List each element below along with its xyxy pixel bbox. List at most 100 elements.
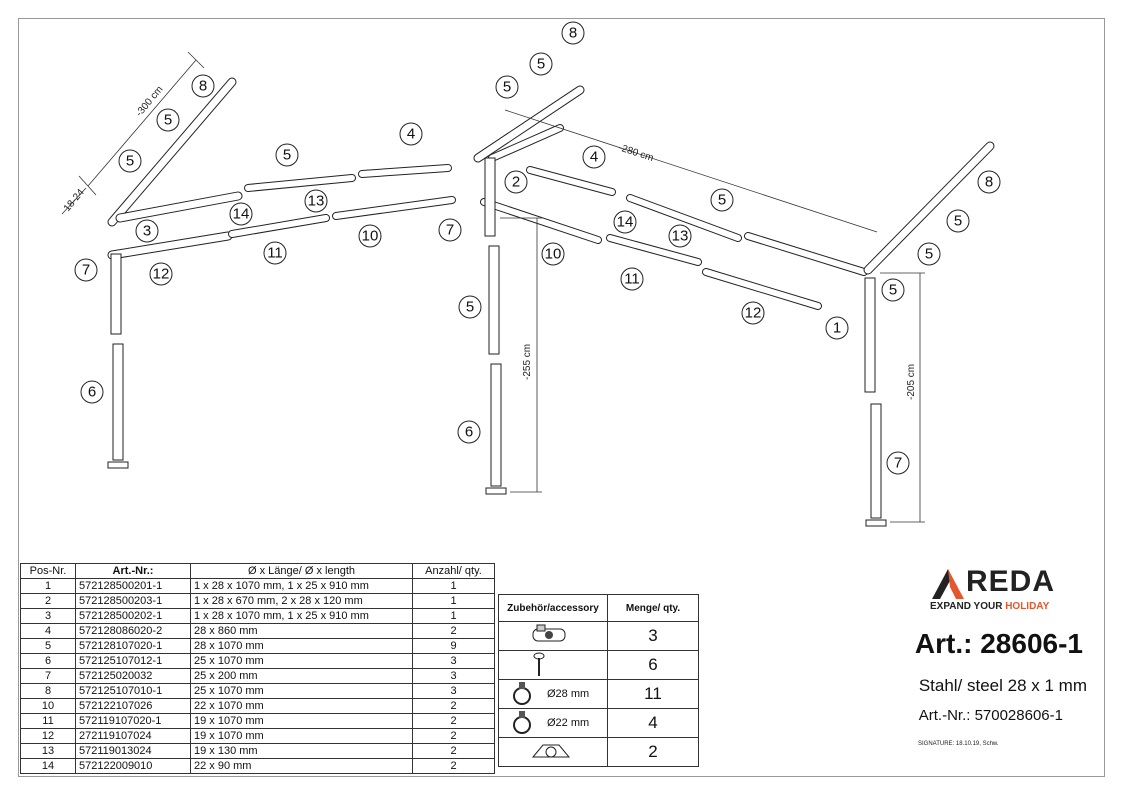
tube-fill xyxy=(229,215,329,237)
callout-number: 7 xyxy=(894,455,902,472)
cell-pos: 7 xyxy=(20,668,76,684)
callout-bubble: 8 xyxy=(977,170,1001,194)
callout-circle xyxy=(495,75,519,99)
callout-bubble: 8 xyxy=(191,74,215,98)
callout-number: 5 xyxy=(718,192,726,209)
brand-name: REDA xyxy=(966,565,1056,598)
callout-circle xyxy=(613,210,637,234)
callout-bubble: 11 xyxy=(263,241,287,265)
callout-bubble: 12 xyxy=(741,301,765,325)
material-spec: Stahl/ steel 28 x 1 mm xyxy=(918,676,1087,695)
callout-number: 8 xyxy=(199,78,207,95)
callout-circle xyxy=(156,108,180,132)
callout-number: 5 xyxy=(925,246,933,263)
callout-number: 13 xyxy=(308,193,325,210)
foot-plate xyxy=(107,461,129,469)
cell-qty: 3 xyxy=(412,653,495,669)
callout-circle xyxy=(977,170,1001,194)
cell-qty: 2 xyxy=(412,623,495,639)
cell-qty: 2 xyxy=(412,758,495,774)
tube-fill xyxy=(333,197,455,219)
accessory-row: 6 xyxy=(498,650,699,680)
dim-280: -280 cm xyxy=(617,142,655,164)
callout-circle xyxy=(529,52,553,76)
brand-tagline-a: EXPAND YOUR xyxy=(930,601,1006,612)
callout-bubble: 11 xyxy=(620,267,644,291)
callout-bubble: 1 xyxy=(825,316,849,340)
callout-number: 6 xyxy=(465,424,473,441)
accessory-picture: Ø28 mm xyxy=(498,679,608,710)
callout-number: 14 xyxy=(617,214,634,231)
accessory-picture xyxy=(498,621,608,651)
cell-dim: 1 x 28 x 1070 mm, 1 x 25 x 910 mm xyxy=(190,608,413,624)
cell-dim: 19 x 1070 mm xyxy=(190,728,413,744)
callout-bubble: 14 xyxy=(229,202,253,226)
callout-bubble: 7 xyxy=(886,451,910,475)
accessory-picture: Ø22 mm xyxy=(498,708,608,739)
accessory-picture xyxy=(498,737,608,767)
callout-circle xyxy=(304,189,328,213)
pipe-clip-icon xyxy=(511,681,533,710)
cell-art: 572125107012-1 xyxy=(75,653,191,669)
cell-dim: 19 x 130 mm xyxy=(190,743,413,759)
cell-qty: 9 xyxy=(412,638,495,654)
cell-art: 272119107024 xyxy=(75,728,191,744)
cell-pos: 1 xyxy=(20,578,76,594)
callout-number: 5 xyxy=(954,213,962,230)
callout-number: 10 xyxy=(545,246,562,263)
callout-number: 5 xyxy=(164,112,172,129)
callout-bubble: 4 xyxy=(399,122,423,146)
reda-logo-icon xyxy=(932,569,964,599)
callout-circle xyxy=(620,267,644,291)
tube-fill xyxy=(108,78,236,226)
cell-qty: 1 xyxy=(412,608,495,624)
callout-number: 5 xyxy=(283,147,291,164)
callout-number: 8 xyxy=(985,174,993,191)
callout-bubble: 5 xyxy=(881,278,905,302)
callout-number: 7 xyxy=(446,222,454,239)
cell-qty: 2 xyxy=(412,698,495,714)
cell-dim: 22 x 90 mm xyxy=(190,758,413,774)
signature: SIGNATURE: 18.10.19, Schw. xyxy=(918,741,999,747)
callout-circle xyxy=(561,21,585,45)
callout-circle xyxy=(457,420,481,444)
cell-dim: 1 x 28 x 1070 mm, 1 x 25 x 910 mm xyxy=(190,578,413,594)
cell-pos: 4 xyxy=(20,623,76,639)
tube-fill xyxy=(703,269,821,309)
cell-pos: 3 xyxy=(20,608,76,624)
leg-tube xyxy=(490,363,502,487)
callout-number: 2 xyxy=(512,174,520,191)
cell-art: 572122009010 xyxy=(75,758,191,774)
callout-number: 13 xyxy=(672,228,689,245)
callout-circle xyxy=(886,451,910,475)
callout-circle xyxy=(917,242,941,266)
pipe-clip-icon xyxy=(511,710,533,739)
leg-tube xyxy=(112,343,124,461)
callout-bubble: 7 xyxy=(74,258,98,282)
cell-dim: 25 x 1070 mm xyxy=(190,653,413,669)
callout-bubble: 5 xyxy=(710,188,734,212)
callout-bubble: 10 xyxy=(358,224,382,248)
callout-bubble: 13 xyxy=(668,224,692,248)
callout-circle xyxy=(263,241,287,265)
leg-tube xyxy=(864,277,876,393)
callout-number: 11 xyxy=(267,245,283,262)
tube-fill xyxy=(864,142,994,274)
callout-number: 12 xyxy=(745,305,762,322)
cell-qty: 2 xyxy=(412,728,495,744)
header-dim: Ø x Länge/ Ø x length xyxy=(190,563,413,579)
callout-circle xyxy=(118,149,142,173)
cell-art: 572125020032 xyxy=(75,668,191,684)
cell-pos: 8 xyxy=(20,683,76,699)
callout-circle xyxy=(741,301,765,325)
callout-number: 4 xyxy=(590,149,598,166)
